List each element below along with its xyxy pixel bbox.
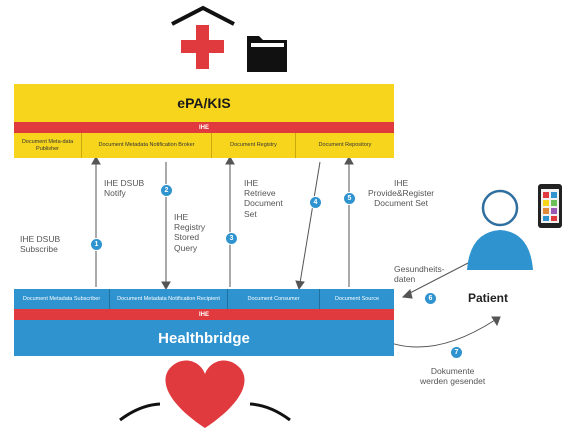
patient-label: Patient (468, 291, 509, 305)
step-7-badge: 7 (450, 346, 463, 359)
epa-cell-document-registry: Document Registry (212, 133, 296, 158)
epa-actor-row: Document Meta-data Publisher Document Me… (14, 133, 394, 158)
label-gesundheitsdaten: Gesundheits- daten (394, 264, 445, 285)
epa-cell-notification-broker: Document Metadata Notification Broker (82, 133, 212, 158)
heart-arcs-icon (119, 402, 291, 422)
healthbridge-footer: Healthbridge (14, 320, 394, 356)
step-5-badge: 5 (343, 192, 356, 205)
label-retrieve: IHE Retrieve Document Set (244, 178, 283, 219)
hb-cell-notification-recipient: Document Metadata Notification Recipient (110, 289, 228, 309)
label-provide-register: IHE Provide&Register Document Set (368, 178, 435, 209)
patient-icon (467, 189, 533, 270)
step-1-badge: 1 (90, 238, 103, 251)
epa-cell-document-repository: Document Repository (318, 142, 372, 149)
label-registry-query: IHE Registry Stored Query (174, 212, 206, 253)
hb-cell-metadata-subscriber: Document Metadata Subscriber (14, 289, 110, 309)
label-dsub-notify: IHE DSUB Notify (104, 178, 145, 199)
hb-cell-document-consumer: Document Consumer (228, 289, 320, 309)
hospital-roof-icon (171, 5, 235, 26)
epa-cell-metadata-publisher: Document Meta-data Publisher (14, 133, 82, 158)
folder-icon (247, 36, 287, 72)
step-3-badge: 3 (225, 232, 238, 245)
hb-ihe-band: IHE (14, 309, 394, 320)
epa-ihe-label: IHE (198, 124, 209, 131)
label-dokumente: Dokumente werden gesendet (420, 366, 486, 387)
smartphone-icon (538, 184, 562, 228)
red-cross-icon (181, 25, 224, 69)
epa-ihe-band: IHE (14, 122, 394, 133)
epa-kis-header: ePA/KIS (14, 84, 394, 122)
healthbridge-title: Healthbridge (158, 329, 250, 347)
step-2-badge: 2 (160, 184, 173, 197)
hb-cell-document-source: Document Source (334, 295, 380, 302)
healthbridge-actor-row: Document Metadata Subscriber Document Me… (14, 289, 394, 309)
step-4-badge: 4 (309, 196, 322, 209)
epa-kis-title: ePA/KIS (177, 95, 231, 111)
step-6-badge: 6 (424, 292, 437, 305)
label-dsub-subscribe: IHE DSUB Subscribe (20, 234, 61, 255)
hb-ihe-label: IHE (198, 311, 209, 318)
heart-icon (165, 360, 245, 428)
